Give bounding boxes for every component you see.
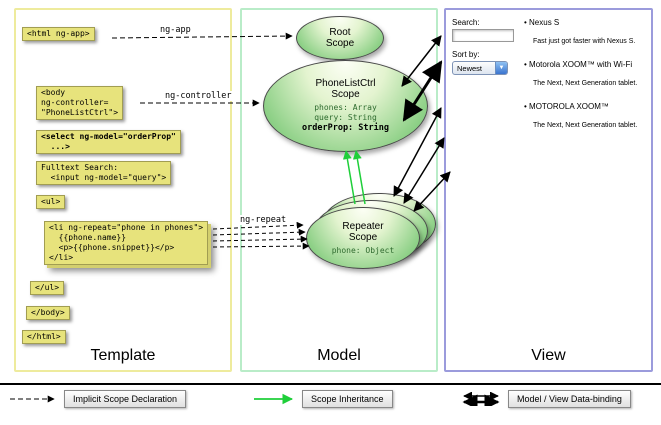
phonelistctrl-scope-ellipse: PhoneListCtrl Scope phones: Array query:… [263, 60, 428, 152]
root-scope-ellipse: Root Scope [296, 16, 384, 60]
phone-snippet: Fast just got faster with Nexus S. [533, 38, 636, 45]
phone-name: Nexus S [524, 18, 652, 27]
repeater-scope-ellipse: Repeater Scope phone: Object [306, 207, 420, 269]
sort-select-value: Newest [457, 63, 483, 73]
code-html-open: <html ng-app> [22, 27, 95, 41]
list-item: Nexus S Fast just got faster with Nexus … [524, 18, 652, 45]
code-body-close: </body> [26, 306, 70, 320]
phonelistctrl-scope-properties: phones: Array query: String [314, 103, 377, 122]
legend-inheritance-label: Scope Inheritance [302, 390, 393, 408]
search-label: Search: [452, 18, 480, 27]
ng-app-label: ng-app [158, 25, 193, 35]
legend-divider [0, 383, 661, 385]
root-scope-title: Root Scope [325, 27, 355, 49]
phone-list: Nexus S Fast just got faster with Nexus … [524, 18, 652, 144]
legend-scope-inheritance: Scope Inheritance [252, 390, 393, 408]
code-fulltext-search: Fulltext Search: <input ng-model="query"… [36, 161, 172, 185]
phone-snippet: The Next, Next Generation tablet. [533, 80, 638, 87]
template-column-label: Template [90, 347, 156, 364]
code-select-ng-model: <select ng-model="orderProp" ...> [36, 130, 181, 154]
ng-repeat-label: ng-repeat [238, 215, 289, 225]
sort-select[interactable]: Newest ▼ [452, 61, 508, 75]
phone-name: Motorola XOOM™ with Wi-Fi [524, 60, 652, 69]
phone-snippet: The Next, Next Generation tablet. [533, 122, 638, 129]
search-input[interactable] [452, 29, 514, 42]
code-ul-close: </ul> [30, 281, 65, 295]
list-item: Motorola XOOM™ with Wi-Fi The Next, Next… [524, 60, 652, 87]
model-column-label: Model [317, 347, 361, 364]
sort-by-label: Sort by: [452, 50, 480, 59]
repeater-scope-title: Repeater Scope [342, 220, 384, 243]
green-arrow-icon [254, 393, 294, 405]
dashed-arrow-icon [10, 395, 55, 403]
legend-data-binding: Model / View Data-binding [458, 390, 631, 408]
double-arrow-icon [462, 392, 500, 406]
code-ul-open: <ul> [36, 195, 66, 209]
select-arrow-icon: ▼ [495, 62, 507, 74]
legend-implicit-label: Implicit Scope Declaration [64, 390, 187, 408]
code-body-open: <body ng-controller= "PhoneListCtrl"> [36, 86, 124, 120]
view-column-label: View [531, 347, 566, 364]
repeater-scope-property: phone: Object [331, 245, 395, 255]
ng-controller-label: ng-controller [163, 91, 234, 101]
legend-binding-label: Model / View Data-binding [508, 390, 631, 408]
list-item: MOTOROLA XOOM™ The Next, Next Generation… [524, 102, 652, 129]
code-html-close: </html> [22, 330, 66, 344]
phonelistctrl-scope-title: PhoneListCtrl Scope [315, 78, 376, 100]
phonelistctrl-scope-orderprop: orderProp: String [302, 123, 389, 133]
legend-implicit-scope: Implicit Scope Declaration [8, 390, 187, 408]
code-li-ng-repeat: <li ng-repeat="phone in phones"> {{phone… [44, 221, 209, 265]
phone-name: MOTOROLA XOOM™ [524, 102, 652, 111]
